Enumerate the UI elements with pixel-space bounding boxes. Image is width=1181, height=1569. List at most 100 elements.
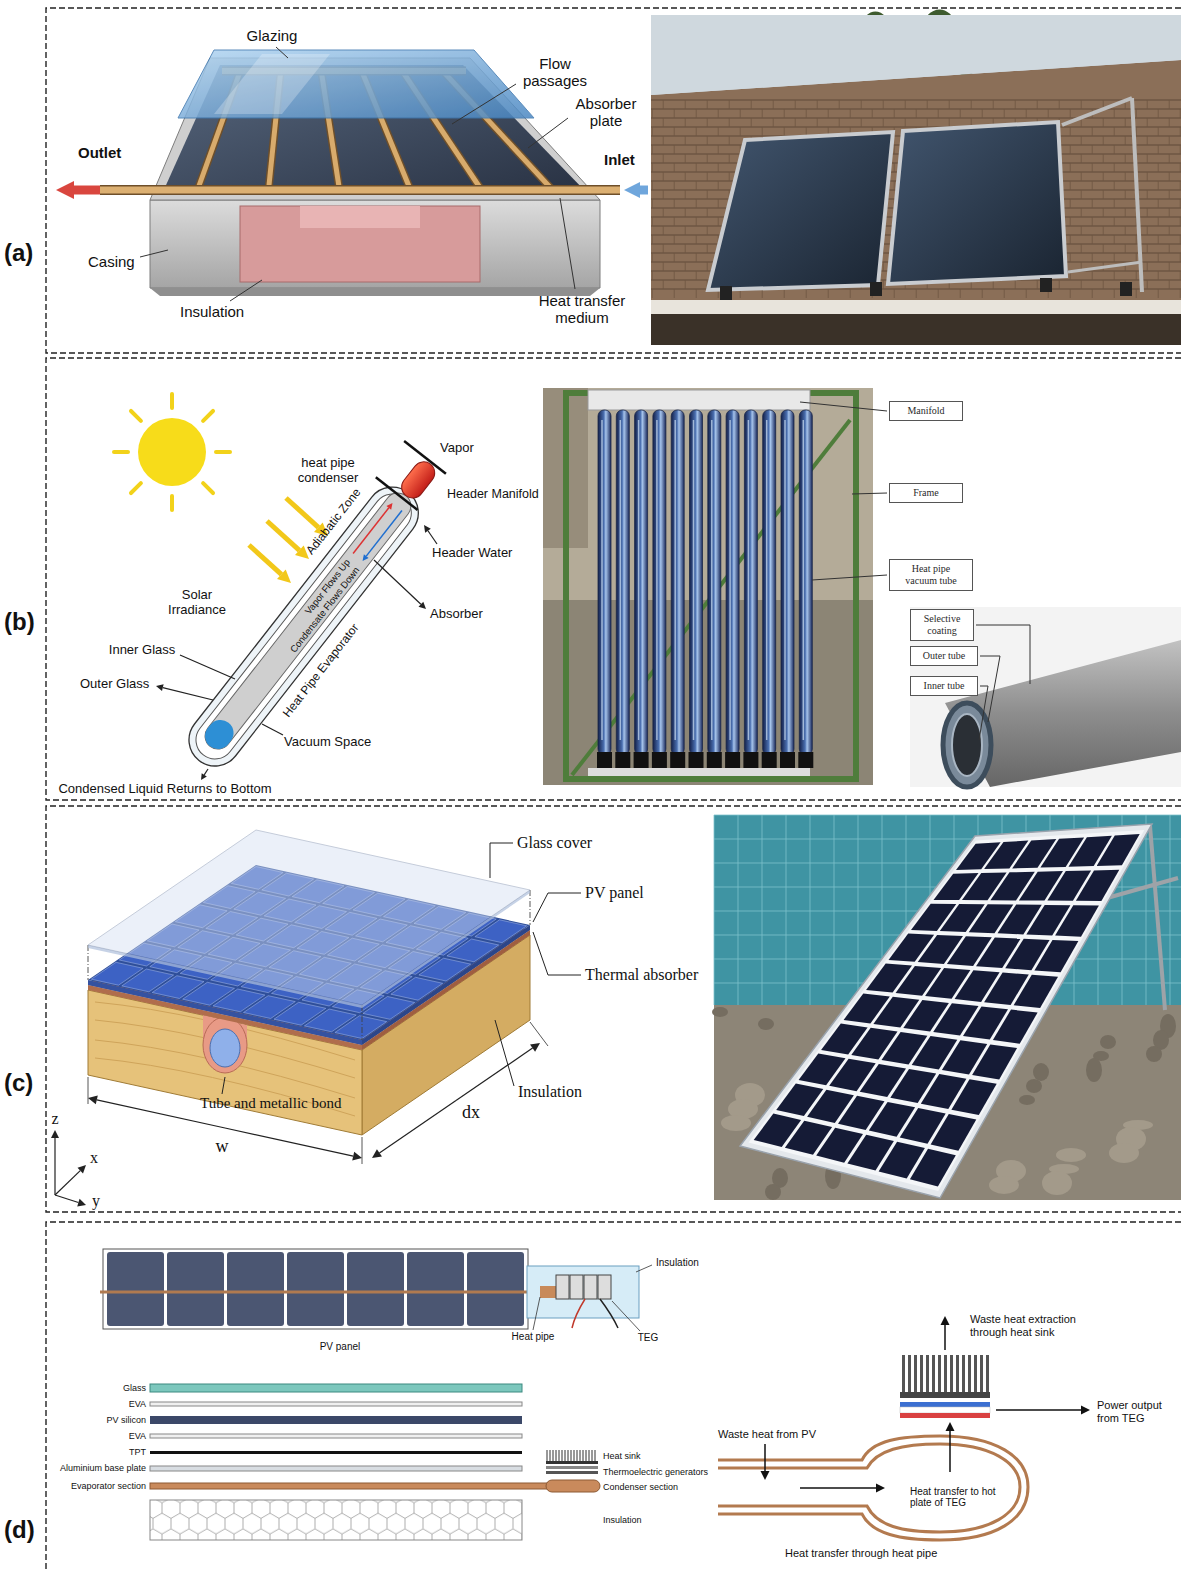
dimension-label: w [216, 1136, 229, 1157]
shingle-joint [652, 127, 653, 136]
leader-line [800, 402, 887, 411]
shingle-joint [905, 100, 906, 109]
tube-bond [203, 1017, 247, 1073]
heat-sink-fin [583, 1450, 584, 1461]
shingle-joint [1070, 217, 1071, 226]
heat-sink-fin [962, 1355, 965, 1392]
part-label: Header Manifold [447, 487, 539, 501]
tube-highlight [620, 420, 622, 740]
shingle-joint [1081, 244, 1082, 253]
shingle-joint [916, 289, 917, 298]
panel-letter: (b) [4, 608, 35, 636]
tube-highlight [693, 420, 695, 740]
callout-text: Frame [896, 487, 956, 499]
shingle-joint [707, 208, 708, 217]
shingle-joint [850, 109, 851, 118]
shingle-joint [1147, 244, 1148, 253]
heat-sink-fin [944, 1355, 947, 1392]
shingle-joint [652, 145, 653, 154]
shingle-joint [762, 109, 763, 118]
shingle-joint [1070, 199, 1071, 208]
pv-cell [1055, 905, 1099, 937]
shingle-joint [894, 289, 895, 298]
tile-joint [834, 815, 835, 1005]
part-label: Insulation [656, 1257, 699, 1269]
pv-cell [407, 1252, 464, 1326]
pipe-rail [1068, 262, 1142, 272]
shingle-joint [751, 118, 752, 127]
pv-cell [167, 1252, 224, 1326]
leader-line [812, 575, 887, 580]
leader-arrow [374, 560, 421, 604]
vacuum-tube [671, 410, 684, 755]
irradiance-arrow [249, 545, 281, 574]
part-label: EVA [129, 1399, 146, 1409]
shingle-joint [663, 280, 664, 289]
callout-text: Heat pipe vacuum tube [896, 563, 966, 587]
tile-joint [1146, 815, 1147, 1005]
heat-sink-fin [950, 1355, 953, 1392]
shingle-joint [685, 118, 686, 127]
shingle-joint [1114, 109, 1115, 118]
shingle-joint [652, 271, 653, 280]
shingle-joint [685, 190, 686, 199]
flow-arrow [944, 1325, 946, 1350]
shingle-joint [784, 289, 785, 298]
shingle-joint [1147, 154, 1148, 163]
shingle-joint [1081, 208, 1082, 217]
shingle-joint [740, 127, 741, 136]
heat-sink-fin [589, 1450, 590, 1461]
shingle-joint [1114, 145, 1115, 154]
projection-line [362, 1005, 363, 1040]
shingle-joint [1070, 181, 1071, 190]
sun-ray [131, 483, 141, 493]
shingle-joint [1114, 217, 1115, 226]
part-label: Vapor [440, 441, 474, 456]
solar-collector [888, 122, 1066, 284]
heat-sink-fin [968, 1355, 971, 1392]
insulation-step [300, 206, 420, 228]
sun-ray [131, 411, 141, 421]
panel-backsheet [749, 830, 1145, 1191]
wall [543, 388, 873, 785]
tube-cap [634, 752, 649, 768]
shingle-row [651, 99, 1181, 100]
shingle-joint [861, 100, 862, 109]
shingle-joint [762, 127, 763, 136]
shingle-joint [685, 226, 686, 235]
shingle-joint [872, 109, 873, 118]
heat-sink-fin [553, 1450, 554, 1461]
part-label: Tube and metallic bond [200, 1095, 342, 1112]
floor-stone [989, 1176, 1019, 1194]
teg-core [900, 1407, 990, 1413]
floor-stone [758, 1018, 774, 1030]
shingle-joint [982, 109, 983, 118]
leader-arrow-head [424, 525, 431, 533]
shingle-joint [707, 136, 708, 145]
part-label: Insulation [180, 303, 244, 320]
shingle-joint [696, 217, 697, 226]
axis-label: z [51, 1110, 58, 1128]
heat-sink-fin [562, 1450, 563, 1461]
width-arrow [225, 1128, 353, 1156]
shingle-joint [685, 136, 686, 145]
panel-stand [1150, 826, 1165, 1010]
condenser-end [540, 1286, 556, 1298]
shingle-joint [839, 118, 840, 127]
shingle-joint [718, 217, 719, 226]
shingle-joint [1092, 145, 1093, 154]
flow-arrow [800, 1487, 876, 1489]
irradiance-arrow [267, 521, 299, 550]
shingle-joint [685, 154, 686, 163]
shingle-joint [905, 118, 906, 127]
shingle-joint [960, 289, 961, 298]
heat-sink-fin [565, 1450, 566, 1461]
tube-highlight [803, 420, 805, 740]
projection-line [88, 945, 89, 980]
shingle-joint [652, 199, 653, 208]
axis-arrow-head [78, 1165, 87, 1173]
shingle-joint [1070, 235, 1071, 244]
sun-disc [138, 418, 206, 486]
shingle-joint [674, 289, 675, 298]
callout-box: Selective coating [910, 609, 974, 641]
